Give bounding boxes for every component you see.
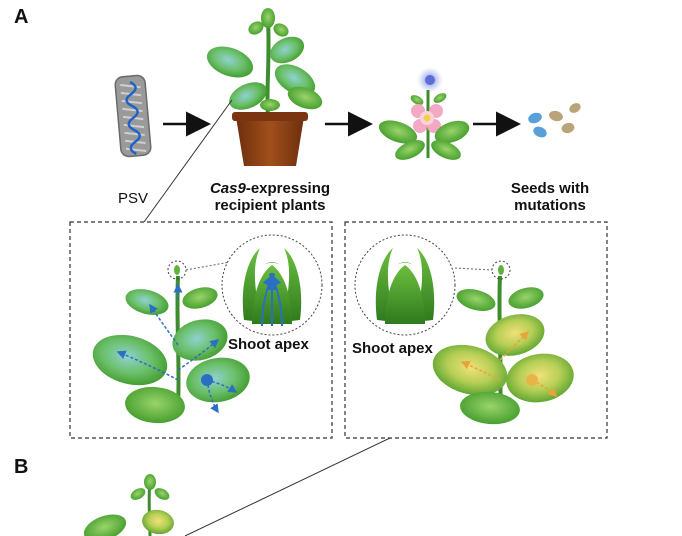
panel-b-plant: [83, 474, 174, 536]
seeds-label-line2: mutations: [514, 197, 586, 214]
right-shoot-apex-magnified: [354, 234, 456, 336]
left-infected-plant: [92, 260, 250, 424]
cas9-rest: -expressing: [245, 180, 331, 197]
panel-b-letter: B: [14, 456, 29, 478]
flowering-plant: [378, 67, 470, 160]
cas9-label-line1: Cas9-expressing: [190, 180, 350, 197]
panel-a-letter: A: [14, 6, 29, 28]
mutant-seeds: [528, 103, 581, 138]
recipient-label: recipient plants: [214, 197, 326, 214]
right-detail-box: [344, 221, 608, 439]
potted-cas9-plant: [206, 8, 323, 166]
psv-virus-icon: [114, 74, 152, 158]
connector-line-bottom: [184, 437, 391, 536]
seeds-label-line1: Seeds with: [510, 180, 590, 197]
left-shoot-apex-magnified: [221, 234, 323, 336]
connector-line-top: [143, 99, 233, 223]
shoot-apex-label-left: Shoot apex: [228, 336, 309, 353]
shoot-apex-label-right: Shoot apex: [352, 340, 433, 357]
psv-label: PSV: [117, 190, 148, 207]
cas9-italic: Cas9: [209, 180, 246, 197]
right-infected-plant: [432, 260, 574, 425]
left-detail-box: [69, 221, 333, 439]
